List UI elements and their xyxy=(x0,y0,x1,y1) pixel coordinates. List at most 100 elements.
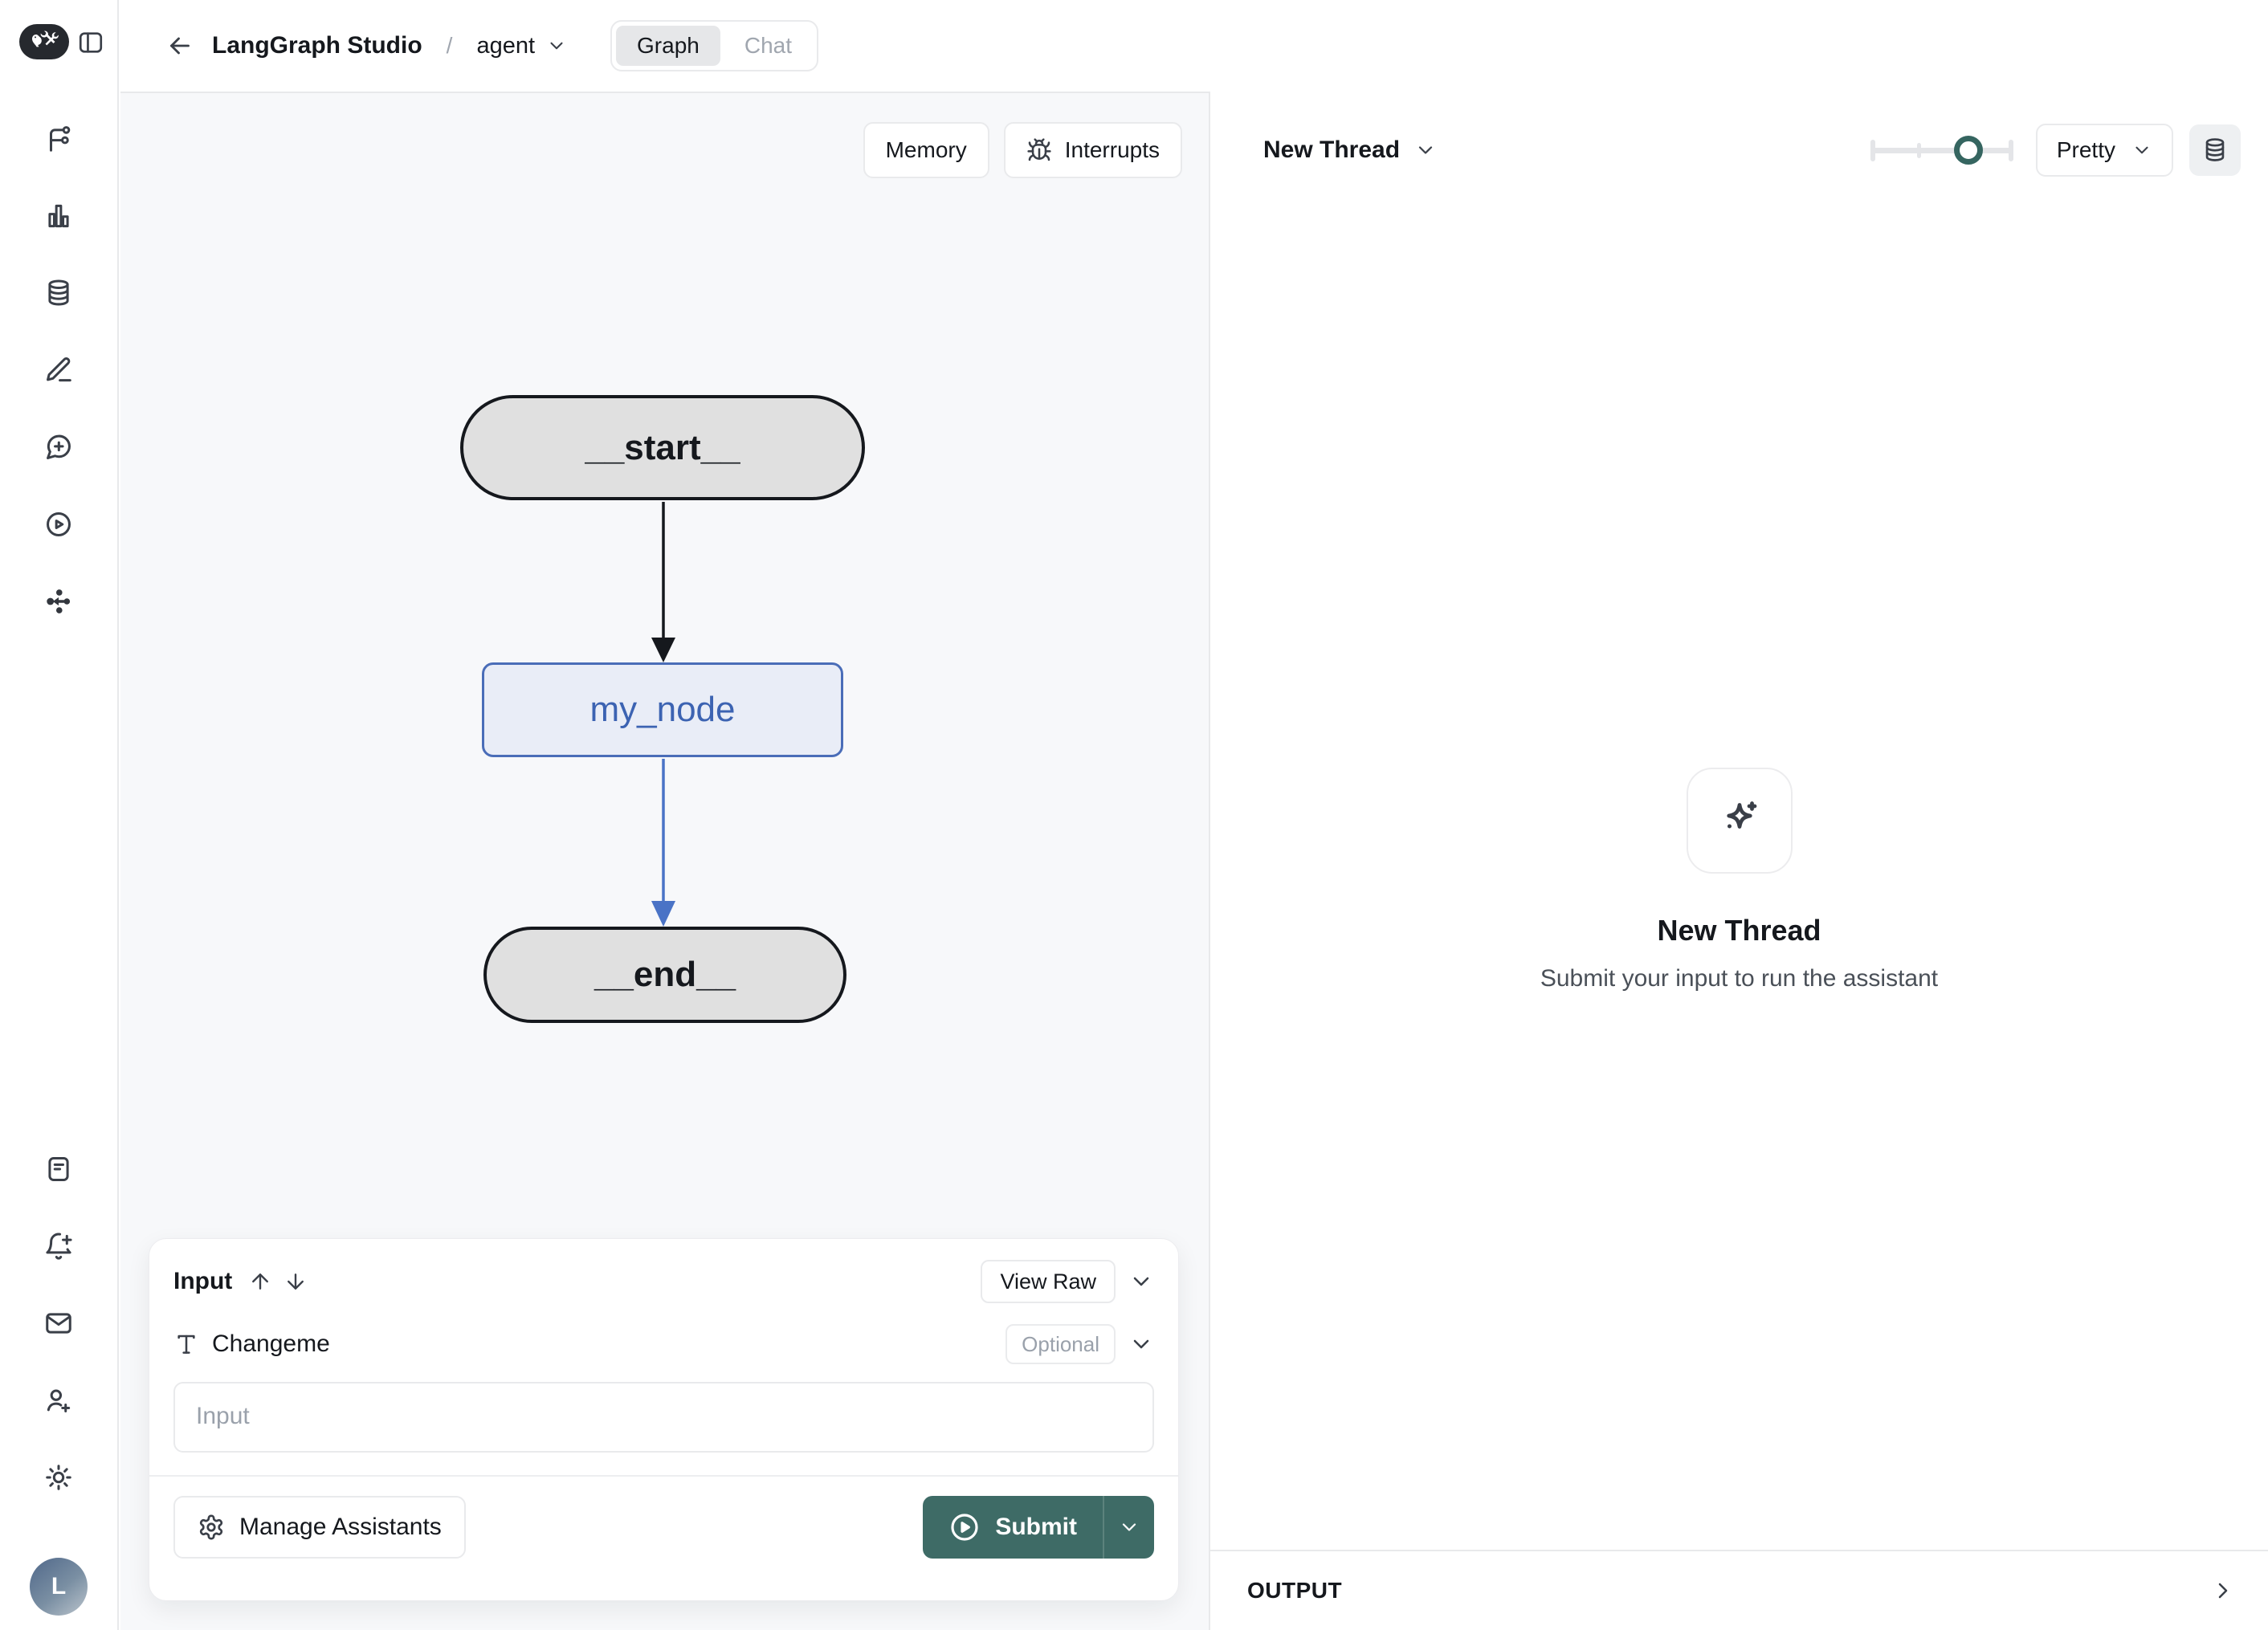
graph-nodes-icon xyxy=(47,589,71,613)
top-header: LangGraph Studio / agent Graph Chat xyxy=(120,0,2268,92)
back-arrow-icon xyxy=(170,37,190,55)
tab-graph[interactable]: Graph xyxy=(616,26,720,66)
chevron-right-icon[interactable] xyxy=(2210,1578,2236,1604)
back-button[interactable] xyxy=(165,31,194,60)
sidebar-item-docs[interactable] xyxy=(36,1147,81,1192)
sidebar-toggle-icon[interactable] xyxy=(75,27,106,58)
pencil-icon xyxy=(47,357,71,382)
slider-tick xyxy=(2008,140,2013,161)
avatar[interactable]: L xyxy=(30,1558,88,1616)
sidebar-item-runs[interactable] xyxy=(36,502,81,547)
input-panel-title: Input xyxy=(173,1268,233,1294)
sidebar-item-datasets[interactable] xyxy=(36,271,81,316)
sidebar-item-analytics[interactable] xyxy=(36,194,81,238)
graph-node-my-node-label: my_node xyxy=(589,690,736,729)
mail-icon xyxy=(46,1313,71,1334)
graph-node-start-label: __start__ xyxy=(585,427,740,467)
graph-canvas[interactable]: Memory Interrupts __start__ xyxy=(120,92,1209,1630)
chevron-down-icon xyxy=(1133,1277,1149,1286)
chevron-down-icon xyxy=(1418,146,1433,154)
chevron-down-icon xyxy=(1133,1339,1149,1349)
thread-selector[interactable]: New Thread xyxy=(1263,137,1437,164)
tab-chat[interactable]: Chat xyxy=(744,33,792,58)
submit-button-group: Submit xyxy=(923,1496,1154,1559)
changeme-field-label: Changeme xyxy=(212,1330,330,1357)
sparkles-icon-card xyxy=(1686,768,1793,874)
detail-level-slider[interactable] xyxy=(1870,132,2013,168)
thread-panel-header: New Thread Pretty xyxy=(1210,119,2268,181)
arrow-up-icon[interactable] xyxy=(248,1269,272,1294)
memory-button[interactable]: Memory xyxy=(863,122,989,178)
interrupts-button[interactable]: Interrupts xyxy=(1003,122,1182,178)
input-panel: Input View Raw Changeme xyxy=(149,1238,1179,1601)
langchain-parrot-tools-icon xyxy=(32,31,59,47)
view-raw-button[interactable]: View Raw xyxy=(981,1260,1116,1303)
view-raw-label: View Raw xyxy=(1000,1269,1096,1294)
slider-knob[interactable] xyxy=(1953,136,1983,165)
canvas-toolbar: Memory Interrupts xyxy=(863,122,1182,178)
breadcrumb-separator: / xyxy=(446,33,453,58)
sun-icon xyxy=(46,1465,71,1490)
bell-plus-icon xyxy=(46,1233,72,1260)
agent-selector-label: agent xyxy=(476,32,536,59)
output-section[interactable]: OUTPUT xyxy=(1210,1550,2268,1630)
sidebar-item-theme[interactable] xyxy=(36,1455,81,1500)
graph-node-start[interactable]: __start__ xyxy=(460,395,865,500)
memory-button-label: Memory xyxy=(885,137,967,162)
gear-icon xyxy=(199,1514,223,1540)
slider-tick xyxy=(1870,140,1875,161)
input-textarea[interactable] xyxy=(173,1382,1154,1453)
sidebar-nav-bottom: L xyxy=(0,1147,117,1616)
slider-track xyxy=(1870,148,2013,153)
database-small-icon xyxy=(2205,138,2225,161)
slider-tick xyxy=(1916,143,1921,158)
optional-badge: Optional xyxy=(1006,1324,1116,1364)
state-view-button[interactable] xyxy=(2189,124,2241,176)
optional-badge-label: Optional xyxy=(1022,1331,1099,1356)
submit-button[interactable]: Submit xyxy=(923,1496,1103,1559)
workflow-icon xyxy=(49,126,71,152)
sidebar-item-annotate[interactable] xyxy=(36,348,81,393)
changeme-field-row: Changeme Optional xyxy=(173,1324,1154,1364)
submit-options-button[interactable] xyxy=(1104,1496,1154,1559)
agent-selector[interactable]: agent xyxy=(476,33,567,59)
langchain-logo[interactable] xyxy=(19,24,69,59)
page-title: LangGraph Studio xyxy=(212,32,422,59)
submit-button-label: Submit xyxy=(995,1514,1077,1540)
thread-selector-label: New Thread xyxy=(1263,137,1401,163)
file-text-icon xyxy=(48,1157,69,1181)
input-panel-footer: Manage Assistants Submit xyxy=(173,1477,1154,1579)
chevron-down-icon xyxy=(1122,1523,1136,1531)
sidebar-item-workflows[interactable] xyxy=(36,116,81,161)
chevron-down-icon xyxy=(550,42,563,50)
divider xyxy=(1103,1496,1104,1559)
play-circle-icon xyxy=(47,512,71,536)
input-panel-collapse[interactable] xyxy=(1128,1269,1154,1294)
interrupts-button-label: Interrupts xyxy=(1064,137,1160,162)
sidebar-item-mail[interactable] xyxy=(36,1301,81,1346)
arrow-down-icon[interactable] xyxy=(284,1269,308,1294)
type-icon xyxy=(177,1335,195,1354)
avatar-initial: L xyxy=(51,1573,67,1599)
format-selector-label: Pretty xyxy=(2056,137,2115,162)
empty-state-subtitle: Submit your input to run the assistant xyxy=(1540,965,1939,992)
new-chat-icon xyxy=(47,434,71,459)
graph-node-my-node[interactable]: my_node xyxy=(482,662,843,757)
graph-node-end[interactable]: __end__ xyxy=(483,927,846,1023)
bug-icon xyxy=(1027,138,1051,161)
sidebar-item-notifications[interactable] xyxy=(36,1224,81,1269)
thread-empty-state: New Thread Submit your input to run the … xyxy=(1210,768,2268,992)
graph-node-end-label: __end__ xyxy=(594,955,736,994)
sidebar-item-invite[interactable] xyxy=(36,1378,81,1423)
manage-assistants-button[interactable]: Manage Assistants xyxy=(173,1496,466,1559)
chevron-down-icon xyxy=(2135,146,2148,154)
divider xyxy=(149,1475,1178,1477)
sidebar-item-new-chat[interactable] xyxy=(36,425,81,470)
sidebar-nav-top xyxy=(0,116,117,624)
sidebar-item-studio-active[interactable] xyxy=(36,579,81,624)
format-selector[interactable]: Pretty xyxy=(2035,124,2173,177)
changeme-field-collapse[interactable] xyxy=(1128,1331,1154,1357)
sidebar: L xyxy=(0,0,119,1630)
play-icon xyxy=(951,1514,978,1541)
